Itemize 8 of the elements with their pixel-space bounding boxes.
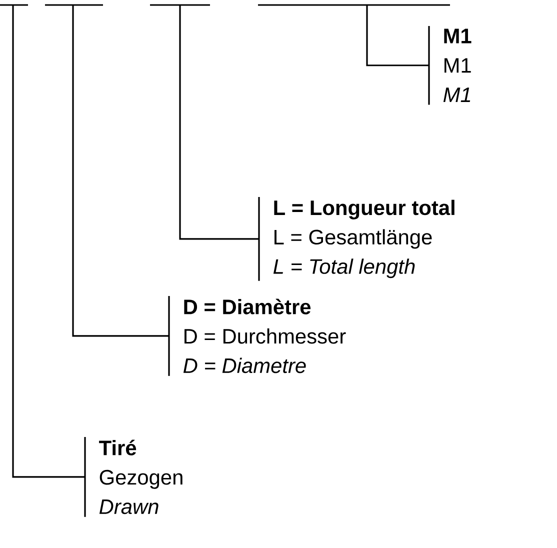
legend-entry: Tiré Gezogen Drawn [84,437,182,517]
leader-line [12,5,85,478]
legend-entry: L = Longueur total L = Gesamtlänge L = Total length [258,197,454,281]
leader-line [366,5,429,66]
legend-entry: M1 M1 M1 [428,26,472,105]
leader-line [72,5,169,337]
leader-line [179,5,259,240]
legend-entry: D = Diamètre D = Durchmesser D = Diametre [168,296,346,376]
